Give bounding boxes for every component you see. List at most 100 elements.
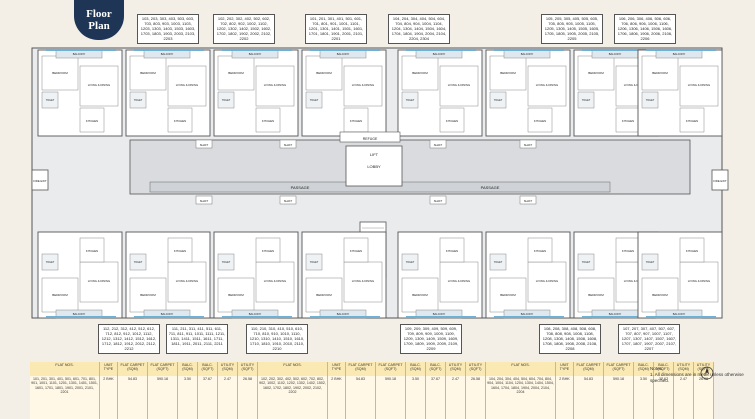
unit-list-box: 107, 207, 307, 407, 507, 607, 707, 807, … [618,324,680,354]
table-cell: 54.83 [346,376,375,419]
kitchen-label: KITCHEN [686,119,698,123]
bedroom-label: BEDROOM [652,293,668,297]
table-header: UNIT TYPE [328,362,345,376]
table-cell: 3.50 [634,376,653,419]
table-header: BALC. (SQFT) [198,362,217,376]
table-column: BALC. (SQFT)37.67 [654,362,674,419]
area-table: FLAT NOS.101, 201, 301, 401, 501, 601, 7… [30,362,714,419]
table-cell: 26.58 [238,376,257,419]
window [406,49,476,51]
living-room [527,261,567,303]
table-header: BALC. (SQM) [178,362,197,376]
kitchen-label: KITCHEN [262,119,274,123]
bedroom [577,277,615,313]
living-label: LIVING & DINING [264,83,286,87]
table-header: FLAT CARPET (SQM) [574,362,603,376]
living-label: LIVING & DINING [176,83,198,87]
refuge-label: REFUGE [363,137,378,141]
kitchen [527,237,553,263]
table-cell: 590.18 [148,376,177,419]
toilet [401,253,419,271]
shaft [519,139,537,149]
kitchen-label: KITCHEN [622,249,634,253]
table-cell: 590.18 [604,376,633,419]
balcony-label: BALCONY [249,52,262,56]
toilet [641,253,659,271]
kitchen [343,237,369,263]
balcony-label: BALCONY [73,52,86,56]
table-header: UTILITY (SQFT) [238,362,257,376]
kitchen [167,237,193,263]
table-cell: 37.67 [426,376,445,419]
toilet-label: TOILET [46,261,55,264]
bedroom-label: BEDROOM [140,71,156,75]
table-column: FLAT NOS.101, 201, 301, 401, 501, 601, 7… [30,362,100,419]
living-label: LIVING & DINING [352,279,374,283]
kitchen [79,237,105,263]
kitchen [439,237,465,263]
kitchen-label: KITCHEN [446,249,458,253]
balcony-label: BALCONY [337,52,350,56]
table-header: UTILITY (SQM) [218,362,237,376]
kitchen [679,107,705,133]
table-column: BALC. (SQM)3.50 [634,362,654,419]
unit-list-box: 109, 209, 309, 409, 509, 609, 709, 809, … [400,324,462,354]
balcony-label: BALCONY [73,312,86,316]
toilet-label: TOILET [646,261,655,264]
living-label: LIVING & DINING [448,83,470,87]
shaft-label: SHAFT [524,199,533,203]
kitchen [167,107,193,133]
shaft [519,195,537,205]
kitchen [615,107,641,133]
table-header: UNIT TYPE [556,362,573,376]
lift-core [345,145,403,187]
table-cell: 102, 202, 302, 402, 502, 602, 702, 802, … [258,376,327,419]
toilet [305,253,323,271]
badge-line-1: Floor [86,8,112,20]
bedroom-label: BEDROOM [228,293,244,297]
toilet-label: TOILET [582,261,591,264]
living-label: LIVING & DINING [88,279,110,283]
window [222,49,292,51]
kitchen-label: KITCHEN [86,119,98,123]
window [46,316,116,318]
table-column: UTILITY (SQM)2.47 [674,362,694,419]
table-header: FLAT CARPET (SQFT) [148,362,177,376]
kitchen-label: KITCHEN [350,119,362,123]
shaft-label: SHAFT [434,199,443,203]
bedroom [217,277,255,313]
kitchen-label: KITCHEN [174,249,186,253]
living-room [439,65,479,107]
shaft [429,139,447,149]
toilet-label: TOILET [310,99,319,102]
table-cell: 26.58 [466,376,485,419]
balcony-label: BALCONY [521,52,534,56]
table-cell: 37.67 [654,376,673,419]
fire-exit-label: FIRE EXIT [33,179,47,183]
balcony-label: BALCONY [673,52,686,56]
toilet-label: TOILET [222,261,231,264]
living-room [343,261,383,303]
unit-list-box: 101, 201, 301, 401, 501, 601, 701, 801, … [305,14,367,44]
living-room [343,65,383,107]
table-column: FLAT NOS.102, 202, 302, 402, 502, 602, 7… [258,362,328,419]
shaft [195,139,213,149]
toilet [129,91,147,109]
living-room [527,65,567,107]
toilet-label: TOILET [406,261,415,264]
living-label: LIVING & DINING [688,279,710,283]
bedroom [577,55,615,91]
table-cell: 2.47 [446,376,465,419]
table-column: BALC. (SQFT)37.67 [426,362,446,419]
shaft [279,195,297,205]
lift-label: LIFT [370,152,379,157]
table-cell: 101, 201, 301, 401, 501, 601, 701, 801, … [30,376,99,419]
window [406,316,476,318]
notes-title: Notes: [650,366,664,371]
kitchen [527,107,553,133]
window [46,49,116,51]
table-column: UTILITY (SQM)2.47 [446,362,466,419]
bedroom-label: BEDROOM [588,71,604,75]
